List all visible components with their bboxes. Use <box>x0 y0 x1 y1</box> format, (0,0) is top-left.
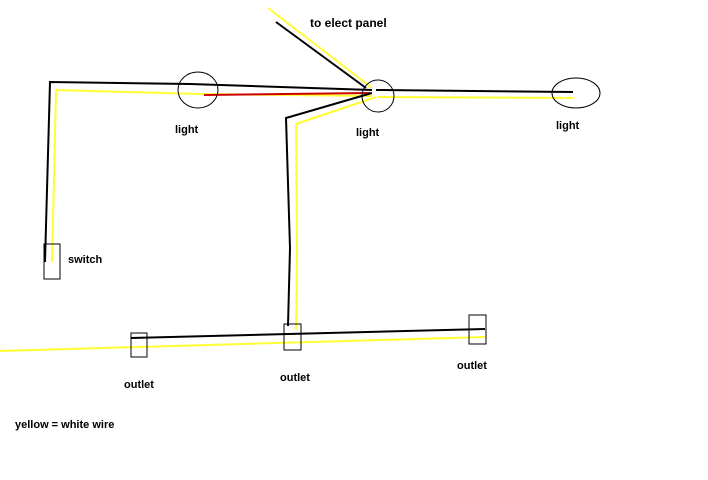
right-light-black-wire <box>375 89 574 93</box>
outlet-drop-black-wire <box>284 92 373 327</box>
light-fixture-left <box>177 71 219 109</box>
outlet-label-right: outlet <box>457 360 487 372</box>
outlet-box-left <box>130 332 148 358</box>
outlet-box-center <box>283 323 302 351</box>
panel-feed-black-wire <box>275 21 367 89</box>
light-label-right: light <box>556 120 580 132</box>
panel-feed-yellow-wire <box>267 7 373 89</box>
outlet-label-center: outlet <box>280 372 310 384</box>
light-label-left: light <box>175 124 199 136</box>
switch-run-black-wire <box>44 80 373 263</box>
light-label-center: light <box>356 127 380 139</box>
outlet-run-yellow-wire <box>0 336 486 352</box>
light-fixture-right <box>551 77 601 109</box>
right-light-yellow-wire <box>377 96 574 99</box>
panel-label: to elect panel <box>310 16 387 30</box>
outlet-run-black-wire <box>130 328 486 339</box>
switch-box <box>43 243 61 280</box>
switched-leg-red-wire <box>203 92 371 96</box>
outlet-drop-yellow-wire <box>294 96 377 331</box>
switch-label: switch <box>68 254 103 266</box>
outlet-box-right <box>468 314 487 345</box>
switch-run-yellow-wire <box>51 88 373 263</box>
outlet-label-left: outlet <box>124 379 154 391</box>
legend-text: yellow = white wire <box>15 419 114 431</box>
light-fixture-center <box>361 79 395 113</box>
